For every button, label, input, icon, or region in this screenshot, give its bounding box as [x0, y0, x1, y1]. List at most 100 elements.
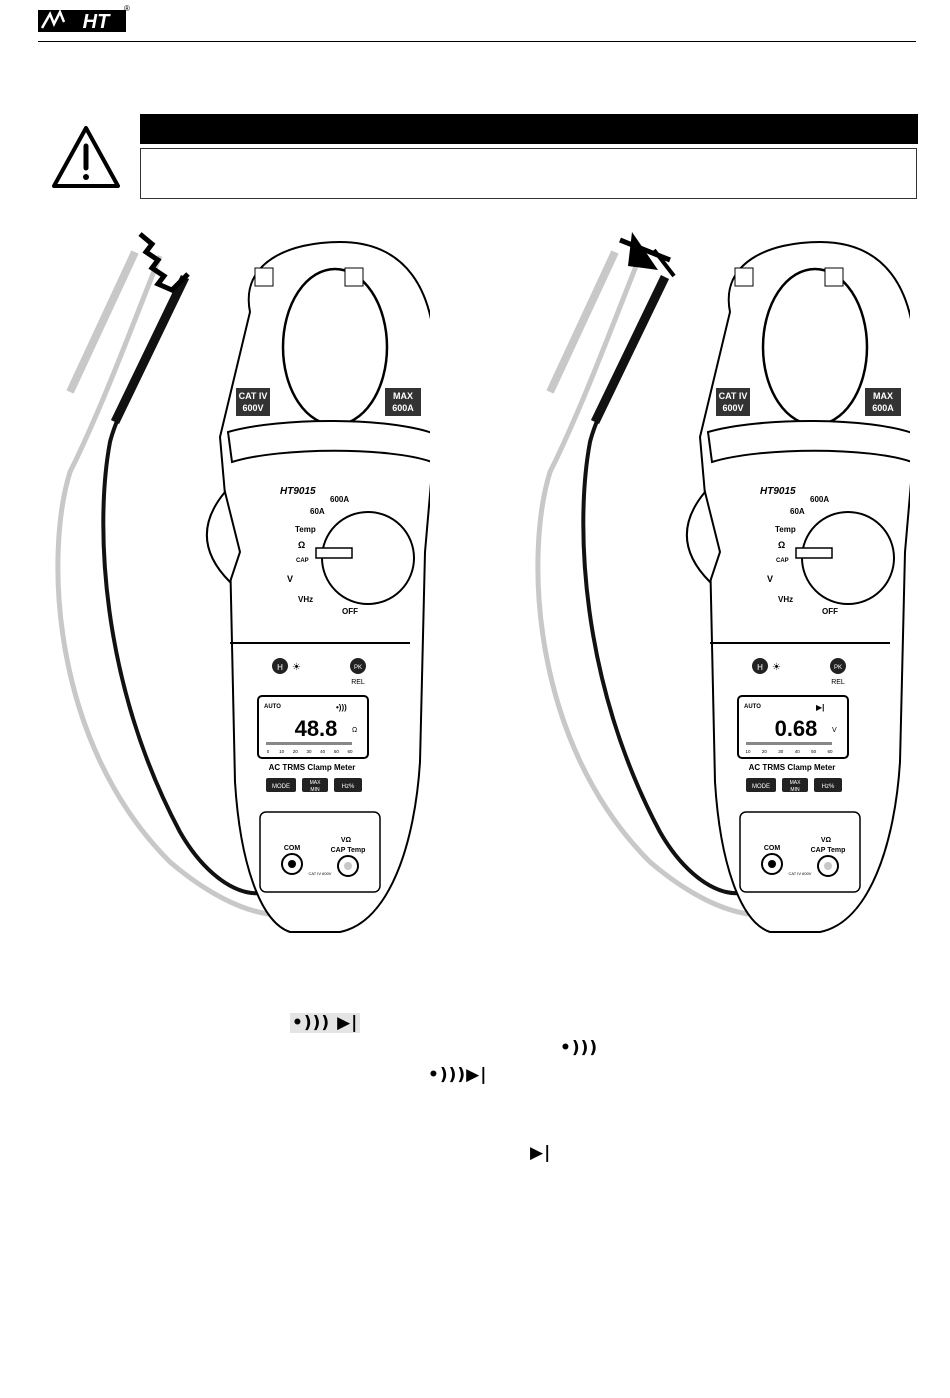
mode-button-label: MODE [272, 784, 290, 790]
black-probe-body [590, 275, 670, 424]
lcd-scale-tick: 40 [795, 749, 801, 754]
lcd-flag: •))) [336, 703, 347, 712]
pk-button [830, 658, 846, 674]
hazard-icon-2 [824, 267, 844, 287]
svg-text:HT: HT [83, 11, 111, 33]
continuity-diode-symbol-2: •)))▶| [428, 1065, 488, 1085]
hold-button [752, 658, 768, 674]
lcd-scale-tick: 0 [267, 749, 270, 754]
com-label: COM [764, 845, 781, 852]
lcd-scale-tick: 50 [811, 749, 817, 754]
warning-text-box [140, 148, 917, 199]
hold-button [272, 658, 288, 674]
range-off: OFF [822, 607, 838, 616]
hazard-icon [254, 267, 274, 287]
diode-icon [628, 232, 658, 270]
backlight-icon: ☀ [292, 662, 301, 673]
mode-button [266, 778, 296, 792]
vohm-terminal-core [344, 862, 352, 870]
range-vhz: VHz [298, 595, 313, 604]
com-terminal-core [768, 860, 776, 868]
cat-label-line2: 600V [242, 403, 263, 413]
range-v: V [767, 574, 773, 584]
vohm-label: VΩ [821, 837, 832, 844]
clamp-trigger [205, 489, 242, 584]
pk-button-label: PK [354, 665, 362, 671]
mode-button-label: MODE [752, 784, 770, 790]
diode-symbol: ▶| [530, 1143, 552, 1163]
com-label: COM [284, 845, 301, 852]
panel-divider [710, 642, 890, 644]
lcd-bargraph [266, 742, 352, 745]
cap-temp-label: CAP Temp [331, 847, 366, 854]
panel-divider [230, 642, 410, 644]
lcd-bargraph [746, 742, 832, 745]
resistor-coil-icon [138, 232, 190, 293]
range-ohm: Ω [298, 540, 305, 550]
lcd-unit: V [832, 727, 837, 734]
model-label: HT9015 [760, 486, 796, 497]
vohm-terminal-core [824, 862, 832, 870]
cat-label-bg [236, 388, 270, 416]
clamp-meter-figure-right: CAT IV600VMAX600AHT9015600A60ATempΩCAPVV… [535, 232, 910, 933]
clamp-jaw-opening [281, 267, 389, 427]
hz-button-label: Hz% [822, 784, 835, 790]
cat-small-label: CAT IV 600V [309, 871, 332, 876]
header-rule [38, 41, 916, 42]
clamp-trigger [685, 489, 722, 584]
red-probe-body [66, 250, 139, 394]
range-v: V [287, 574, 293, 584]
hz-button [334, 778, 362, 792]
lcd-scale-tick: 20 [293, 749, 299, 754]
range-cap: CAP [296, 558, 309, 564]
lcd-unit: Ω [352, 727, 357, 734]
cap-temp-label: CAP Temp [811, 847, 846, 854]
rotary-switch-pointer [795, 547, 833, 559]
maxmin-button [302, 778, 328, 792]
range-600a: 600A [330, 495, 349, 504]
cat-label-line1: CAT IV [719, 391, 748, 401]
pk-button [350, 658, 366, 674]
lcd-scale-tick: 60 [827, 749, 833, 754]
cat-label-line1: CAT IV [239, 391, 268, 401]
max-label-line2: 600A [872, 403, 894, 413]
lcd-auto: AUTO [744, 704, 761, 710]
pk-button-label: PK [834, 665, 842, 671]
max-label-line1: MAX [873, 391, 893, 401]
hazard-icon-2 [344, 267, 364, 287]
min-label: MIN [790, 787, 800, 793]
warning-triangle-icon [52, 126, 120, 188]
lcd-scale-tick: 10 [745, 749, 751, 754]
registered-mark: ® [124, 4, 130, 13]
red-probe-body [546, 250, 619, 394]
model-label: HT9015 [280, 486, 316, 497]
range-ohm: Ω [778, 540, 785, 550]
cat-label-bg [716, 388, 750, 416]
range-off: OFF [342, 607, 358, 616]
continuity-diode-symbol: •))) ▶| [290, 1013, 361, 1033]
brand-line: AC TRMS Clamp Meter [749, 763, 836, 772]
maxmin-button [782, 778, 808, 792]
com-terminal-core [288, 860, 296, 868]
mode-button [746, 778, 776, 792]
lcd-scale-tick: 60 [347, 749, 353, 754]
lcd-scale-tick: 10 [279, 749, 285, 754]
min-label: MIN [310, 787, 320, 793]
hold-button-label: H [277, 663, 283, 672]
lcd-scale-tick: 30 [778, 749, 784, 754]
jaw-guard [706, 420, 910, 464]
range-600a: 600A [810, 495, 829, 504]
hazard-icon [734, 267, 754, 287]
range-cap: CAP [776, 558, 789, 564]
max-label-bg [385, 388, 421, 416]
lcd-reading: 48.8 [295, 716, 338, 741]
cat-small-label: CAT IV 600V [789, 871, 812, 876]
clamp-meter-figure-left: CAT IV600VMAX600AHT9015600A60ATempΩCAPVV… [55, 232, 430, 933]
warning-title-bar [140, 114, 918, 144]
meter-body-outline [218, 240, 430, 933]
diode-bar-icon [652, 248, 676, 278]
max-label-line2: 600A [392, 403, 414, 413]
rel-label: REL [831, 679, 845, 686]
max-label: MAX [310, 780, 322, 786]
clamp-jaw-opening [761, 267, 869, 427]
